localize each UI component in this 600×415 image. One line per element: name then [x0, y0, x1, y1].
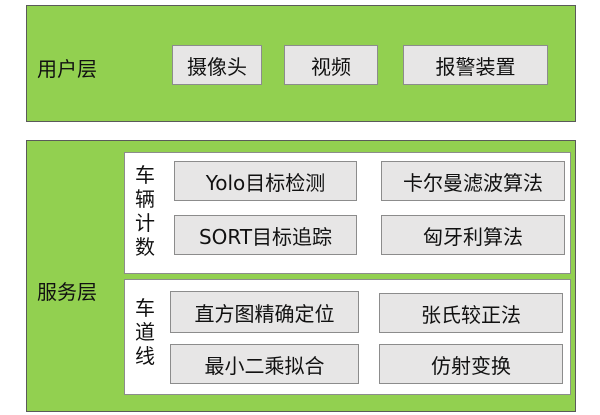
sort-tracking-box: SORT目标追踪: [174, 215, 357, 255]
vehicle-counting-label: 车辆计数: [135, 163, 155, 259]
kalman-filter-box: 卡尔曼滤波算法: [381, 161, 565, 201]
alarm-device-box: 报警装置: [403, 45, 548, 85]
camera-box: 摄像头: [172, 45, 262, 85]
service-layer: 服务层 车辆计数 Yolo目标检测 卡尔曼滤波算法 SORT目标追踪 匈牙利算法…: [26, 140, 576, 412]
hungarian-algorithm-box: 匈牙利算法: [381, 215, 565, 255]
user-layer-label: 用户层: [37, 57, 97, 81]
lane-line-label: 车道线: [135, 296, 155, 368]
vehicle-counting-panel: 车辆计数 Yolo目标检测 卡尔曼滤波算法 SORT目标追踪 匈牙利算法: [124, 152, 571, 274]
affine-transform-box: 仿射变换: [379, 344, 563, 384]
least-squares-fit-box: 最小二乘拟合: [170, 344, 359, 384]
user-layer: 用户层 摄像头 视频 报警装置: [26, 5, 576, 122]
zhang-calibration-box: 张氏较正法: [379, 293, 563, 333]
lane-line-panel: 车道线 直方图精确定位 张氏较正法 最小二乘拟合 仿射变换: [124, 279, 571, 395]
service-layer-label: 服务层: [37, 280, 97, 304]
yolo-detection-box: Yolo目标检测: [174, 161, 357, 201]
histogram-location-box: 直方图精确定位: [170, 291, 359, 333]
video-box: 视频: [284, 45, 378, 85]
